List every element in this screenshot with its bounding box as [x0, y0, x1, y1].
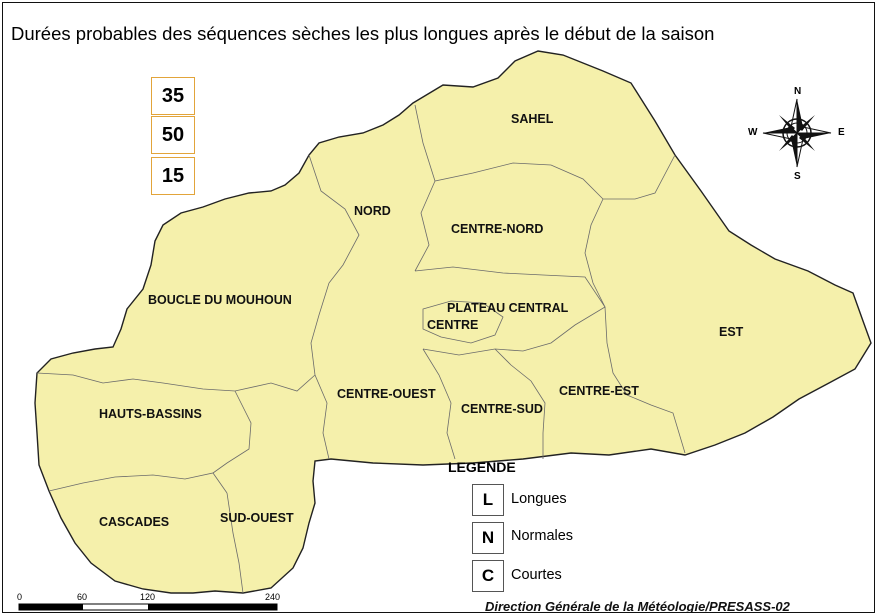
map-title: Durées probables des séquences sèches le… [11, 23, 715, 44]
region-label-centre: CENTRE [427, 318, 479, 332]
legend-label-longues: Longues [511, 491, 567, 507]
country-outline [34, 50, 872, 594]
map-canvas [18, 50, 872, 611]
scale-tick-0: 0 [17, 592, 23, 602]
region-label-sud-ouest: SUD-OUEST [220, 511, 294, 525]
region-label-centre-nord: CENTRE-NORD [451, 222, 544, 236]
scale-tick-240: 240 [265, 592, 281, 602]
region-label-hauts-bassins: HAUTS-BASSINS [99, 407, 202, 421]
scale-tick-60: 60 [77, 592, 88, 602]
region-label-plateau-central: PLATEAU CENTRAL [447, 301, 569, 315]
legend-code-longues: L [472, 484, 504, 516]
value-box-2: 50 [151, 116, 195, 154]
region-label-est: EST [719, 325, 744, 339]
legend-code-normales: N [472, 522, 504, 554]
region-label-cascades: CASCADES [99, 515, 170, 529]
legend-label-normales: Normales [511, 528, 574, 544]
scale-bar [18, 603, 278, 611]
scale-tick-120: 120 [140, 592, 156, 602]
scale-unit: Km [261, 604, 272, 611]
region-label-centre-est: CENTRE-EST [559, 384, 639, 398]
compass-rose [762, 98, 832, 168]
compass-n: N [794, 86, 802, 97]
legend-code-courtes: C [472, 560, 504, 592]
compass-e: E [838, 127, 845, 138]
compass-w: W [748, 127, 758, 138]
value-box-1: 35 [151, 77, 195, 115]
legend-title: LEGENDE [448, 459, 516, 475]
region-label-centre-ouest: CENTRE-OUEST [337, 387, 436, 401]
credit-text: Direction Générale de la Météologie/PRES… [485, 599, 790, 613]
region-boundaries [36, 104, 686, 594]
legend-label-courtes: Courtes [511, 567, 562, 583]
region-label-nord: NORD [354, 204, 391, 218]
region-label-centre-sud: CENTRE-SUD [461, 402, 543, 416]
region-label-sahel: SAHEL [511, 112, 554, 126]
region-label-boucle-du-mouhoun: BOUCLE DU MOUHOUN [148, 293, 292, 307]
value-box-3: 15 [151, 157, 195, 195]
compass-s: S [794, 171, 801, 182]
